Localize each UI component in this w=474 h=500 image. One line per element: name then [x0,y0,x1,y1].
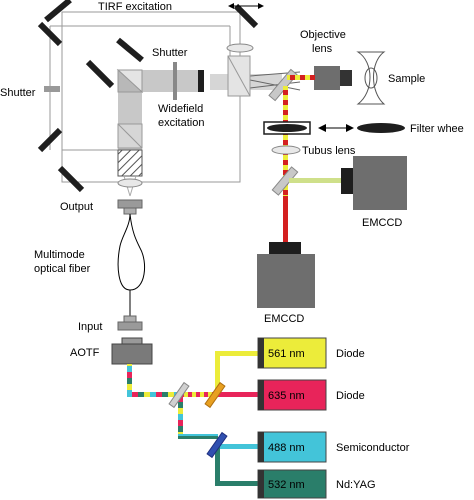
mirror [116,37,144,63]
mirror [233,3,259,29]
fiber-input-connector [117,315,143,331]
laser-635 [257,379,327,411]
combiner-mirrors [168,381,228,459]
laser-532-wavelength: 532 nm [268,479,305,491]
tubus-lens-label: Tubus lens [302,145,356,157]
laser-635-source: Diode [336,390,365,402]
tirf-translation-arrow [228,3,264,9]
aotf [111,337,153,365]
tirf-excitation-label: TIRF excitation [98,1,172,13]
laser-635-wavelength: 635 nm [268,390,305,402]
fiber-coupler-assembly [117,123,143,197]
emccd-right-label: EMCCD [362,217,402,229]
laser-532 [257,469,327,499]
objective-label-line1: Objective [300,29,346,41]
sample-label: Sample [388,73,425,85]
laser-532-source: Nd:YAG [336,479,376,491]
mirror [85,59,115,89]
emccd-camera-right [341,156,407,210]
widefield-label-line1: Widefield [158,103,203,115]
filter-disc [357,123,405,133]
laser-561 [257,337,327,369]
laser-488 [257,431,327,463]
aotf-label: AOTF [70,347,100,359]
laser-488-source: Semiconductor [336,442,410,454]
fiber-label-line1: Multimode [34,249,85,261]
fiber-output-connector [117,199,143,215]
fiber-label-line2: optical fiber [34,263,91,275]
laser-561-wavelength: 561 nm [268,348,305,360]
multimode-fiber [117,213,146,316]
tirf-lens [226,43,254,53]
objective-label-line2: lens [312,43,333,55]
emccd-camera-bottom [257,242,315,308]
shutter-top-label: Shutter [152,47,188,59]
mirror [37,21,63,47]
mirror [44,0,72,23]
laser-561-source: Diode [336,348,365,360]
emccd-bottom-label: EMCCD [264,313,304,325]
dichroic-mirror-emccd [271,166,299,196]
mirror [37,127,63,153]
output-label: Output [60,201,93,213]
shutter-left-label: Shutter [0,87,36,99]
beam-splitter-right [227,55,251,97]
beam-splitter-top [116,68,144,94]
tirf-mirrors [37,0,259,193]
mirror [57,165,85,193]
tubus-lens [271,145,301,155]
objective-lens [314,66,352,90]
laser-488-wavelength: 488 nm [268,442,305,454]
widefield-lens [198,70,204,92]
shutter-left [44,86,60,92]
sample [356,51,386,105]
shutter-top [173,62,177,100]
filter-wheel-label: Filter whee [410,123,464,135]
combined-beam [127,364,132,396]
filter-wheel [263,121,405,135]
laser-beams [215,351,259,486]
input-label: Input [78,321,102,333]
widefield-label-line2: excitation [158,117,204,129]
